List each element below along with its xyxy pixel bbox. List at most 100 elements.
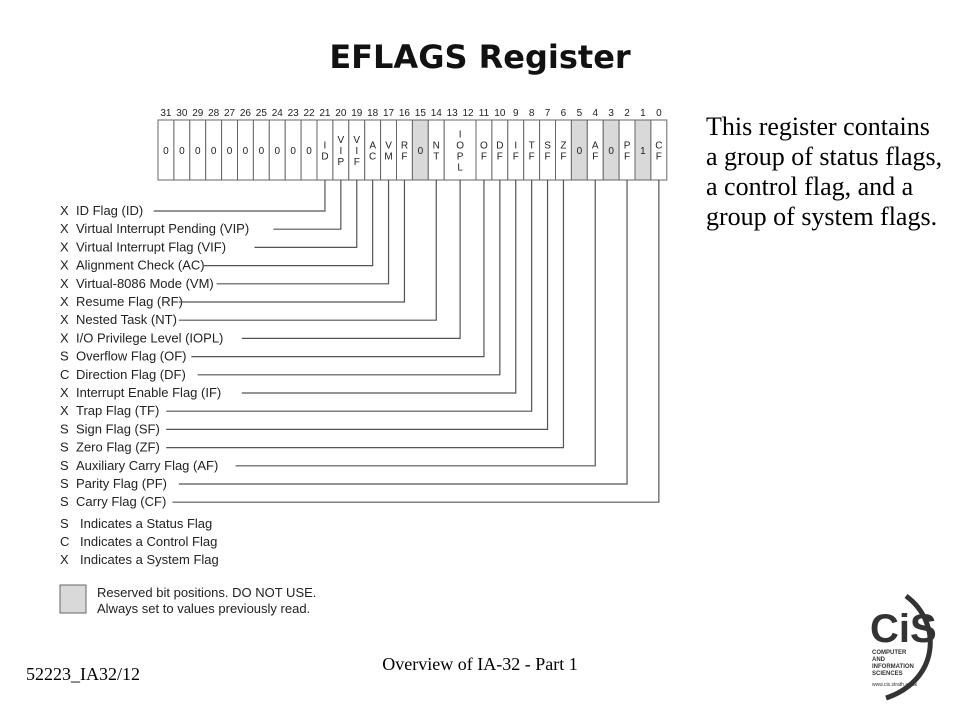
flag-leader-line	[204, 180, 374, 267]
bit-number: 15	[415, 108, 427, 119]
bit-number: 5	[577, 108, 583, 119]
bit-number: 2	[624, 108, 630, 119]
bit-number: 1	[640, 108, 646, 119]
bit-number: 24	[272, 108, 284, 119]
flag-leader-line	[273, 180, 342, 230]
flag-leader-line	[216, 180, 390, 285]
flag-leader-line	[178, 180, 628, 485]
bit-number: 12	[462, 108, 474, 119]
flag-type: C	[60, 367, 69, 382]
flag-type: X	[60, 276, 69, 291]
reserved-note-line: Reserved bit positions. DO NOT USE.	[97, 585, 316, 600]
flag-type: X	[60, 221, 69, 236]
flag-leader-line	[178, 180, 437, 321]
bit-number: 21	[319, 108, 331, 119]
legend-type: S	[60, 516, 69, 531]
flag-label: Sign Flag (SF)	[76, 421, 160, 436]
cell-label: 0	[179, 146, 185, 157]
flag-label: Nested Task (NT)	[76, 312, 177, 327]
bit-number: 13	[447, 108, 459, 119]
bit-number: 8	[529, 108, 535, 119]
flag-label: Alignment Check (AC)	[76, 258, 205, 273]
bit-number: 19	[351, 108, 363, 119]
flag-leader-line	[166, 180, 565, 449]
flag-type: X	[60, 312, 69, 327]
flag-leader-line	[153, 180, 326, 212]
bit-number: 18	[367, 108, 379, 119]
flag-type: X	[60, 203, 69, 218]
cell-label: 0	[243, 146, 249, 157]
description-text: This register contains a group of status…	[706, 112, 943, 231]
cell-label: 0	[290, 146, 296, 157]
flag-leader-line	[241, 180, 517, 394]
flag-label: Resume Flag (RF)	[76, 294, 183, 309]
logo-swoosh	[885, 593, 933, 701]
flag-label: Virtual Interrupt Pending (VIP)	[76, 221, 249, 236]
legend-label: Indicates a System Flag	[80, 552, 219, 567]
bit-number: 10	[494, 108, 506, 119]
bit-number: 6	[561, 108, 567, 119]
flag-type: S	[60, 440, 69, 455]
legend-label: Indicates a Control Flag	[80, 534, 217, 549]
flag-label: Parity Flag (PF)	[76, 476, 167, 491]
flag-label: Virtual-8086 Mode (VM)	[76, 276, 214, 291]
cell-label: 0	[577, 146, 583, 157]
bit-number: 30	[176, 108, 188, 119]
cell-label: 0	[227, 146, 233, 157]
cell-label: 0	[418, 146, 424, 157]
flag-label: ID Flag (ID)	[76, 203, 143, 218]
flag-type: S	[60, 421, 69, 436]
flag-label: Virtual Interrupt Flag (VIF)	[76, 239, 226, 254]
cell-label: 0	[608, 146, 614, 157]
flag-label: Carry Flag (CF)	[76, 494, 166, 509]
cell-label: 1	[640, 146, 646, 157]
reserved-note-line: Always set to values previously read.	[97, 601, 310, 616]
legend-type: X	[60, 552, 69, 567]
flag-leader-line	[241, 180, 461, 339]
logo-sub-2: AND	[872, 657, 886, 663]
flag-label: Overflow Flag (OF)	[76, 349, 187, 364]
bit-number: 9	[513, 108, 519, 119]
bit-number: 23	[288, 108, 300, 119]
flag-leader-line	[197, 180, 501, 376]
bit-number: 20	[335, 108, 347, 119]
cell-label: 0	[195, 146, 201, 157]
bit-number: 22	[303, 108, 315, 119]
cell-label: 0	[163, 146, 169, 157]
flag-type: S	[60, 458, 69, 473]
flag-label: I/O Privilege Level (IOPL)	[76, 330, 223, 345]
bit-number: 29	[192, 108, 204, 119]
bit-number: 31	[160, 108, 172, 119]
bit-number: 0	[656, 108, 662, 119]
reserved-note: Reserved bit positions. DO NOT USE.Alway…	[59, 584, 316, 616]
flag-leader-line	[235, 180, 596, 467]
bit-number: 14	[431, 108, 443, 119]
bit-number: 27	[224, 108, 236, 119]
legend-label: Indicates a Status Flag	[80, 516, 212, 531]
flag-leader-line	[166, 180, 549, 430]
cell-label: 0	[306, 146, 312, 157]
logo-sub-1: COMPUTER	[872, 650, 907, 656]
reserved-swatch	[59, 584, 87, 614]
bit-number: 7	[545, 108, 551, 119]
slide-title: EFLAGS Register	[329, 38, 631, 76]
logo-sub-3: INFORMATION	[872, 664, 914, 670]
